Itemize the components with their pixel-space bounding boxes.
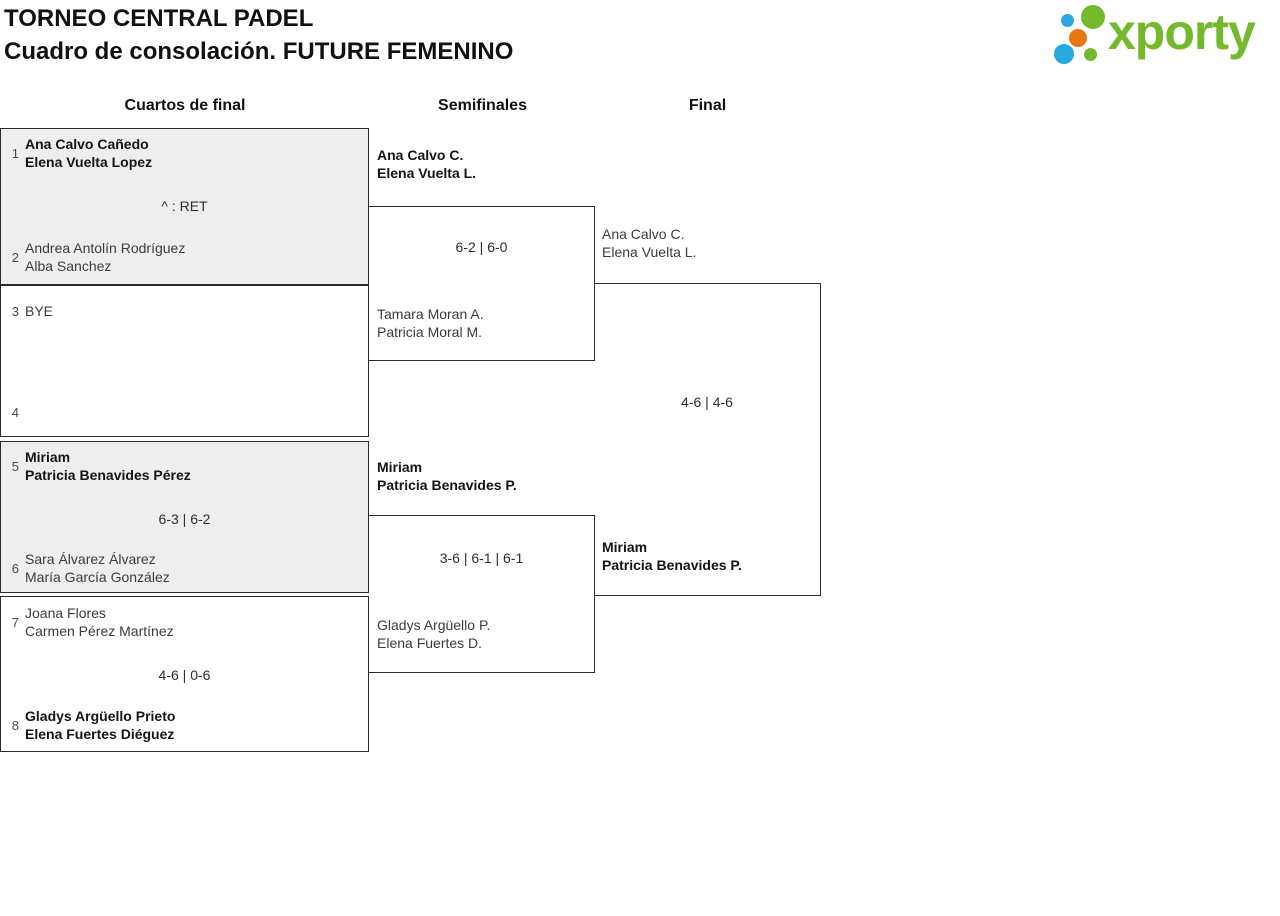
player-2: Elena Fuertes Diéguez [25, 726, 175, 742]
qf3-team-top: 5 Miriam Patricia Benavides Pérez [9, 448, 191, 484]
player-2: Elena Fuertes D. [377, 635, 483, 651]
logo-dot-blue-small-icon [1061, 14, 1074, 27]
match-box-final: 4-6 | 4-6 Miriam Patricia Benavides P. [594, 283, 821, 596]
player-1: Ana Calvo Cañedo [25, 136, 149, 152]
qf4-team-bottom: 8 Gladys Argüello Prieto Elena Fuertes D… [9, 707, 176, 743]
player-2: Patricia Moral M. [377, 324, 483, 340]
sf2-team-bottom: Gladys Argüello P. Elena Fuertes D. [377, 616, 490, 652]
qf1-team-bottom: 2 Andrea Antolín Rodríguez Alba Sanchez [9, 239, 186, 275]
player-1: Ana Calvo C. [377, 147, 464, 163]
logo-dot-green-small-icon [1084, 48, 1097, 61]
seed-number: 5 [11, 458, 19, 474]
qf4-score: 4-6 | 0-6 [158, 667, 211, 683]
player-1: Andrea Antolín Rodríguez [25, 240, 186, 256]
player-1: Ana Calvo C. [602, 226, 685, 242]
team-names: Miriam Patricia Benavides Pérez [25, 448, 191, 484]
player-1: Joana Flores [25, 605, 106, 621]
logo-dot-green-large-icon [1081, 5, 1105, 29]
match-box-sf1: 6-2 | 6-0 Tamara Moran A. Patricia Moral… [369, 206, 595, 361]
player-1: Miriam [377, 459, 423, 475]
logo-wordmark: xporty [1108, 4, 1256, 60]
player-2: Patricia Benavides P. [602, 557, 742, 573]
seed-number: 6 [11, 560, 19, 576]
xporty-logo [1050, 0, 1280, 75]
qf1-score: ^ : RET [161, 198, 208, 214]
player-2: Alba Sanchez [25, 258, 112, 274]
seed-number: 7 [11, 614, 19, 630]
round-header-semifinals: Semifinales [438, 97, 527, 114]
sf1-team-top: Ana Calvo C. Elena Vuelta L. [377, 146, 476, 182]
player-2: Patricia Benavides P. [377, 477, 517, 493]
team-names: Sara Álvarez Álvarez María García Gonzál… [25, 550, 170, 586]
qf3-team-bottom: 6 Sara Álvarez Álvarez María García Gonz… [9, 550, 170, 586]
round-header-quarterfinals: Cuartos de final [124, 97, 246, 114]
page-title: TORNEO CENTRAL PADEL Cuadro de consolaci… [4, 2, 513, 68]
qf1-team-top: 1 Ana Calvo Cañedo Elena Vuelta Lopez [9, 135, 152, 171]
team-names: BYE [25, 302, 53, 320]
sf2-team-top: Miriam Patricia Benavides P. [377, 458, 517, 494]
seed-number: 2 [11, 249, 19, 265]
player-1: Gladys Argüello Prieto [25, 708, 176, 724]
tournament-name: TORNEO CENTRAL PADEL [4, 5, 314, 32]
final-score: 4-6 | 4-6 [681, 394, 733, 410]
match-box-sf2: 3-6 | 6-1 | 6-1 Gladys Argüello P. Elena… [369, 515, 595, 673]
team-names: Ana Calvo Cañedo Elena Vuelta Lopez [25, 135, 152, 171]
match-box-qf2: 3 BYE 4 [0, 285, 369, 437]
player-1: Miriam [25, 449, 71, 465]
qf2-team-top: 3 BYE [9, 302, 53, 320]
qf3-score: 6-3 | 6-2 [158, 511, 211, 527]
sf1-team-bottom: Tamara Moran A. Patricia Moral M. [377, 305, 484, 341]
team-names: Andrea Antolín Rodríguez Alba Sanchez [25, 239, 185, 275]
player-2: Carmen Pérez Martínez [25, 623, 174, 639]
player-1: Sara Álvarez Álvarez [25, 551, 156, 567]
final-team-top: Ana Calvo C. Elena Vuelta L. [602, 225, 696, 261]
team-names: Joana Flores Carmen Pérez Martínez [25, 604, 174, 640]
player-2: Elena Vuelta L. [377, 165, 477, 181]
draw-name: Cuadro de consolación. FUTURE FEMENINO [4, 38, 514, 65]
player-2: Patricia Benavides Pérez [25, 467, 191, 483]
player-2: Elena Vuelta Lopez [25, 154, 153, 170]
seed-number: 3 [11, 303, 19, 319]
player-2: María García González [25, 569, 170, 585]
logo-dot-blue-large-icon [1054, 44, 1074, 64]
seed-number: 8 [11, 717, 19, 733]
qf2-team-bottom: 4 [9, 405, 25, 420]
match-box-qf1: 1 Ana Calvo Cañedo Elena Vuelta Lopez ^ … [0, 128, 369, 285]
sf2-score: 3-6 | 6-1 | 6-1 [439, 550, 524, 566]
bye-label: BYE [25, 303, 54, 319]
player-1: Tamara Moran A. [377, 306, 484, 322]
player-1: Miriam [602, 539, 648, 555]
sf1-score: 6-2 | 6-0 [455, 239, 508, 255]
match-box-qf4: 7 Joana Flores Carmen Pérez Martínez 4-6… [0, 596, 369, 752]
qf4-team-top: 7 Joana Flores Carmen Pérez Martínez [9, 604, 174, 640]
team-names: Gladys Argüello Prieto Elena Fuertes Dié… [25, 707, 175, 743]
player-2: Elena Vuelta L. [602, 244, 697, 260]
seed-number: 4 [11, 405, 19, 420]
match-box-qf3: 5 Miriam Patricia Benavides Pérez 6-3 | … [0, 441, 369, 593]
seed-number: 1 [11, 145, 19, 161]
round-header-final: Final [688, 97, 727, 114]
final-team-bottom: Miriam Patricia Benavides P. [602, 538, 742, 574]
logo-dot-orange-icon [1069, 29, 1087, 47]
player-1: Gladys Argüello P. [377, 617, 491, 633]
